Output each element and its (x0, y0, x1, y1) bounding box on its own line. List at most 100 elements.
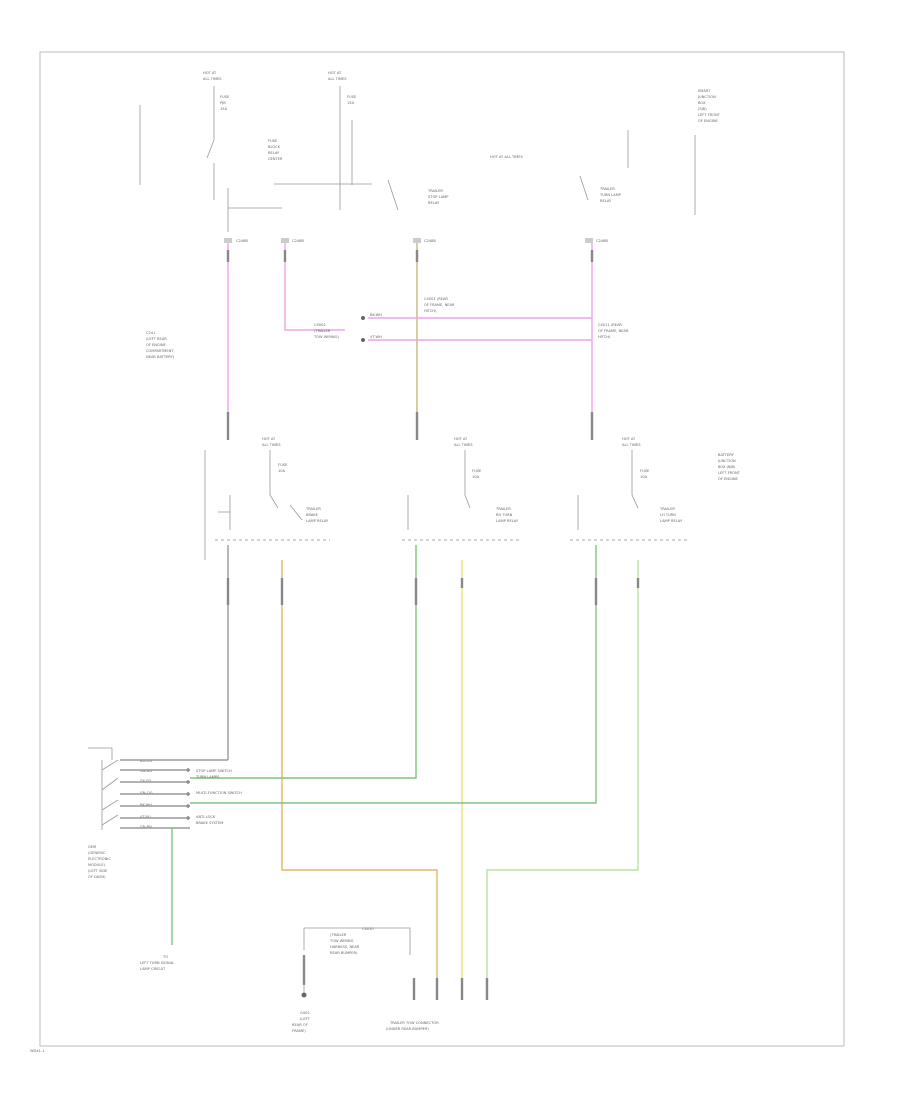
trailer-connector-label: TRAILER TOW CONNECTOR (UNDER REAR BUMPER… (386, 1021, 439, 1031)
center-connector-label: C4002 (TRAILER TOW WIRING) (313, 323, 339, 339)
svg-text:LEFT TURN SIGNAL: LEFT TURN SIGNAL (140, 961, 174, 965)
svg-text:REAR OF: REAR OF (292, 1023, 308, 1027)
svg-text:FUSE: FUSE (472, 469, 482, 473)
svg-text:10A: 10A (278, 469, 286, 473)
relay-top-right: TRAILER TURN LAMP RELAY (579, 175, 622, 203)
svg-text:10A: 10A (472, 475, 480, 479)
wire-green-right (190, 545, 597, 804)
svg-text:TRAILER: TRAILER (495, 507, 511, 511)
svg-text:BOX (BJB): BOX (BJB) (718, 465, 736, 469)
svg-text:ALL TIMES: ALL TIMES (203, 77, 222, 81)
svg-text:(TRAILER: (TRAILER (314, 329, 331, 333)
svg-text:GY-OG: GY-OG (140, 779, 152, 783)
svg-text:TRAILER: TRAILER (305, 507, 321, 511)
svg-text:HOT AT: HOT AT (454, 437, 468, 441)
svg-text:LAMP CIRCUIT: LAMP CIRCUIT (140, 967, 166, 971)
svg-text:C248B: C248B (596, 239, 608, 243)
svg-text:TRAILER: TRAILER (659, 507, 675, 511)
gem-module: BU-OG GN-BN GY-OG GN-OG BK-WH VT-BU GN-B… (88, 747, 242, 879)
svg-text:G402: G402 (300, 1011, 310, 1015)
wire-green-center (190, 545, 417, 779)
wire-orange (281, 560, 438, 1000)
svg-text:(TRAILER: (TRAILER (330, 933, 347, 937)
svg-text:RH TURN: RH TURN (496, 513, 513, 517)
svg-text:LAMP RELAY: LAMP RELAY (660, 519, 683, 523)
diagram-frame (39, 51, 845, 1047)
svg-text:TURN LAMP: TURN LAMP (599, 193, 622, 197)
svg-text:OF ENGINE: OF ENGINE (698, 119, 719, 123)
svg-text:TOW WIRING): TOW WIRING) (313, 335, 339, 339)
svg-text:NEAR BATTERY): NEAR BATTERY) (146, 355, 175, 359)
svg-text:GN-BN: GN-BN (140, 769, 152, 773)
relay-top-left: TRAILER STOP LAMP RELAY (387, 179, 449, 211)
svg-text:(LEFT REAR: (LEFT REAR (146, 337, 167, 341)
svg-text:FUSE: FUSE (220, 95, 230, 99)
svg-text:C4011 (REAR: C4011 (REAR (598, 323, 622, 327)
svg-text:HOT AT: HOT AT (328, 71, 342, 75)
svg-text:TURN LAMPS: TURN LAMPS (195, 775, 220, 779)
svg-text:JUNCTION: JUNCTION (697, 95, 716, 99)
svg-text:SMART: SMART (698, 89, 711, 93)
svg-text:C248B: C248B (236, 239, 248, 243)
svg-text:15A: 15A (220, 107, 228, 111)
svg-text:STOP LAMP: STOP LAMP (428, 195, 449, 199)
svg-text:PJB: PJB (220, 101, 226, 105)
svg-text:TRAILER TOW CONNECTOR: TRAILER TOW CONNECTOR (389, 1021, 439, 1025)
relay-1: HOT AT ALL TIMES FUSE 10A TRAILER BRAKE … (204, 437, 330, 560)
conn-mid-a-label: C4001 (REAR OF FRAME, NEAR HITCH) (424, 297, 455, 313)
bottom-connector: C4010 (TRAILER TOW WIRING HARNESS, NEAR … (301, 927, 489, 1000)
svg-text:BK-WH: BK-WH (370, 313, 382, 317)
svg-text:C248B: C248B (424, 239, 436, 243)
svg-text:OF ENGINE: OF ENGINE (146, 343, 167, 347)
svg-text:HITCH): HITCH) (598, 335, 611, 339)
svg-text:ALL TIMES: ALL TIMES (622, 443, 641, 447)
svg-text:MODULE): MODULE) (88, 863, 106, 867)
svg-text:LEFT FRONT: LEFT FRONT (698, 113, 721, 117)
svg-text:BK-WH: BK-WH (140, 803, 152, 807)
svg-text:(LEFT SIDE: (LEFT SIDE (88, 869, 108, 873)
svg-text:JUNCTION: JUNCTION (717, 459, 736, 463)
svg-text:15A: 15A (347, 101, 355, 105)
relay-2: HOT AT ALL TIMES FUSE 10A TRAILER RH TUR… (402, 437, 520, 541)
svg-text:(LEFT: (LEFT (300, 1017, 311, 1021)
svg-text:REAR BUMPER): REAR BUMPER) (330, 951, 358, 955)
svg-text:(SJB): (SJB) (698, 107, 707, 111)
svg-text:FUSE: FUSE (640, 469, 650, 473)
svg-text:FUSE: FUSE (278, 463, 288, 467)
svg-text:HARNESS, NEAR: HARNESS, NEAR (330, 945, 360, 949)
svg-text:GN-OG: GN-OG (140, 791, 153, 795)
svg-text:C4010: C4010 (362, 927, 374, 931)
svg-text:(GENERIC: (GENERIC (88, 851, 106, 855)
center-top-label: HOT AT ALL TIMES (490, 155, 524, 159)
svg-text:LAMP RELAY: LAMP RELAY (306, 519, 329, 523)
svg-text:STOP LAMP SWITCH: STOP LAMP SWITCH (196, 769, 232, 773)
svg-text:LH TURN: LH TURN (660, 513, 676, 517)
svg-text:OF DASH): OF DASH) (88, 875, 106, 879)
fuse-a: HOT AT ALL TIMES FUSE PJB 15A (139, 71, 230, 200)
pdb-note: FUSE BLOCK RELAY CENTER (268, 139, 283, 161)
svg-text:C248B: C248B (292, 239, 304, 243)
svg-text:ALL TIMES: ALL TIMES (454, 443, 473, 447)
svg-text:ANTI-LOCK: ANTI-LOCK (196, 815, 216, 819)
ground-label: G402 (LEFT REAR OF FRAME) (292, 1011, 311, 1033)
splice-left-label: C241 (LEFT REAR OF ENGINE COMPARTMENT, N… (146, 331, 175, 359)
svg-text:ELECTRONIC: ELECTRONIC (88, 857, 111, 861)
svg-text:FRAME): FRAME) (292, 1029, 306, 1033)
svg-text:RELAY: RELAY (428, 201, 440, 205)
svg-text:HOT AT: HOT AT (262, 437, 276, 441)
svg-text:CENTER: CENTER (268, 157, 283, 161)
svg-text:C4001 (REAR: C4001 (REAR (424, 297, 448, 301)
wire-lightgreen (486, 560, 639, 1000)
svg-text:FUSE: FUSE (268, 139, 278, 143)
svg-text:BLOCK: BLOCK (268, 145, 281, 149)
svg-text:GEM: GEM (88, 845, 96, 849)
svg-text:HITCH): HITCH) (424, 309, 437, 313)
svg-text:BU-OG: BU-OG (140, 759, 152, 763)
svg-text:RELAY: RELAY (600, 199, 612, 203)
footer-code: WD41-1 (30, 1049, 44, 1053)
connector-row-1: C248B C248B C248B C248B (224, 238, 608, 243)
svg-text:VT-WH: VT-WH (370, 335, 382, 339)
svg-text:(UNDER REAR BUMPER): (UNDER REAR BUMPER) (386, 1027, 429, 1031)
svg-text:C241: C241 (146, 331, 155, 335)
